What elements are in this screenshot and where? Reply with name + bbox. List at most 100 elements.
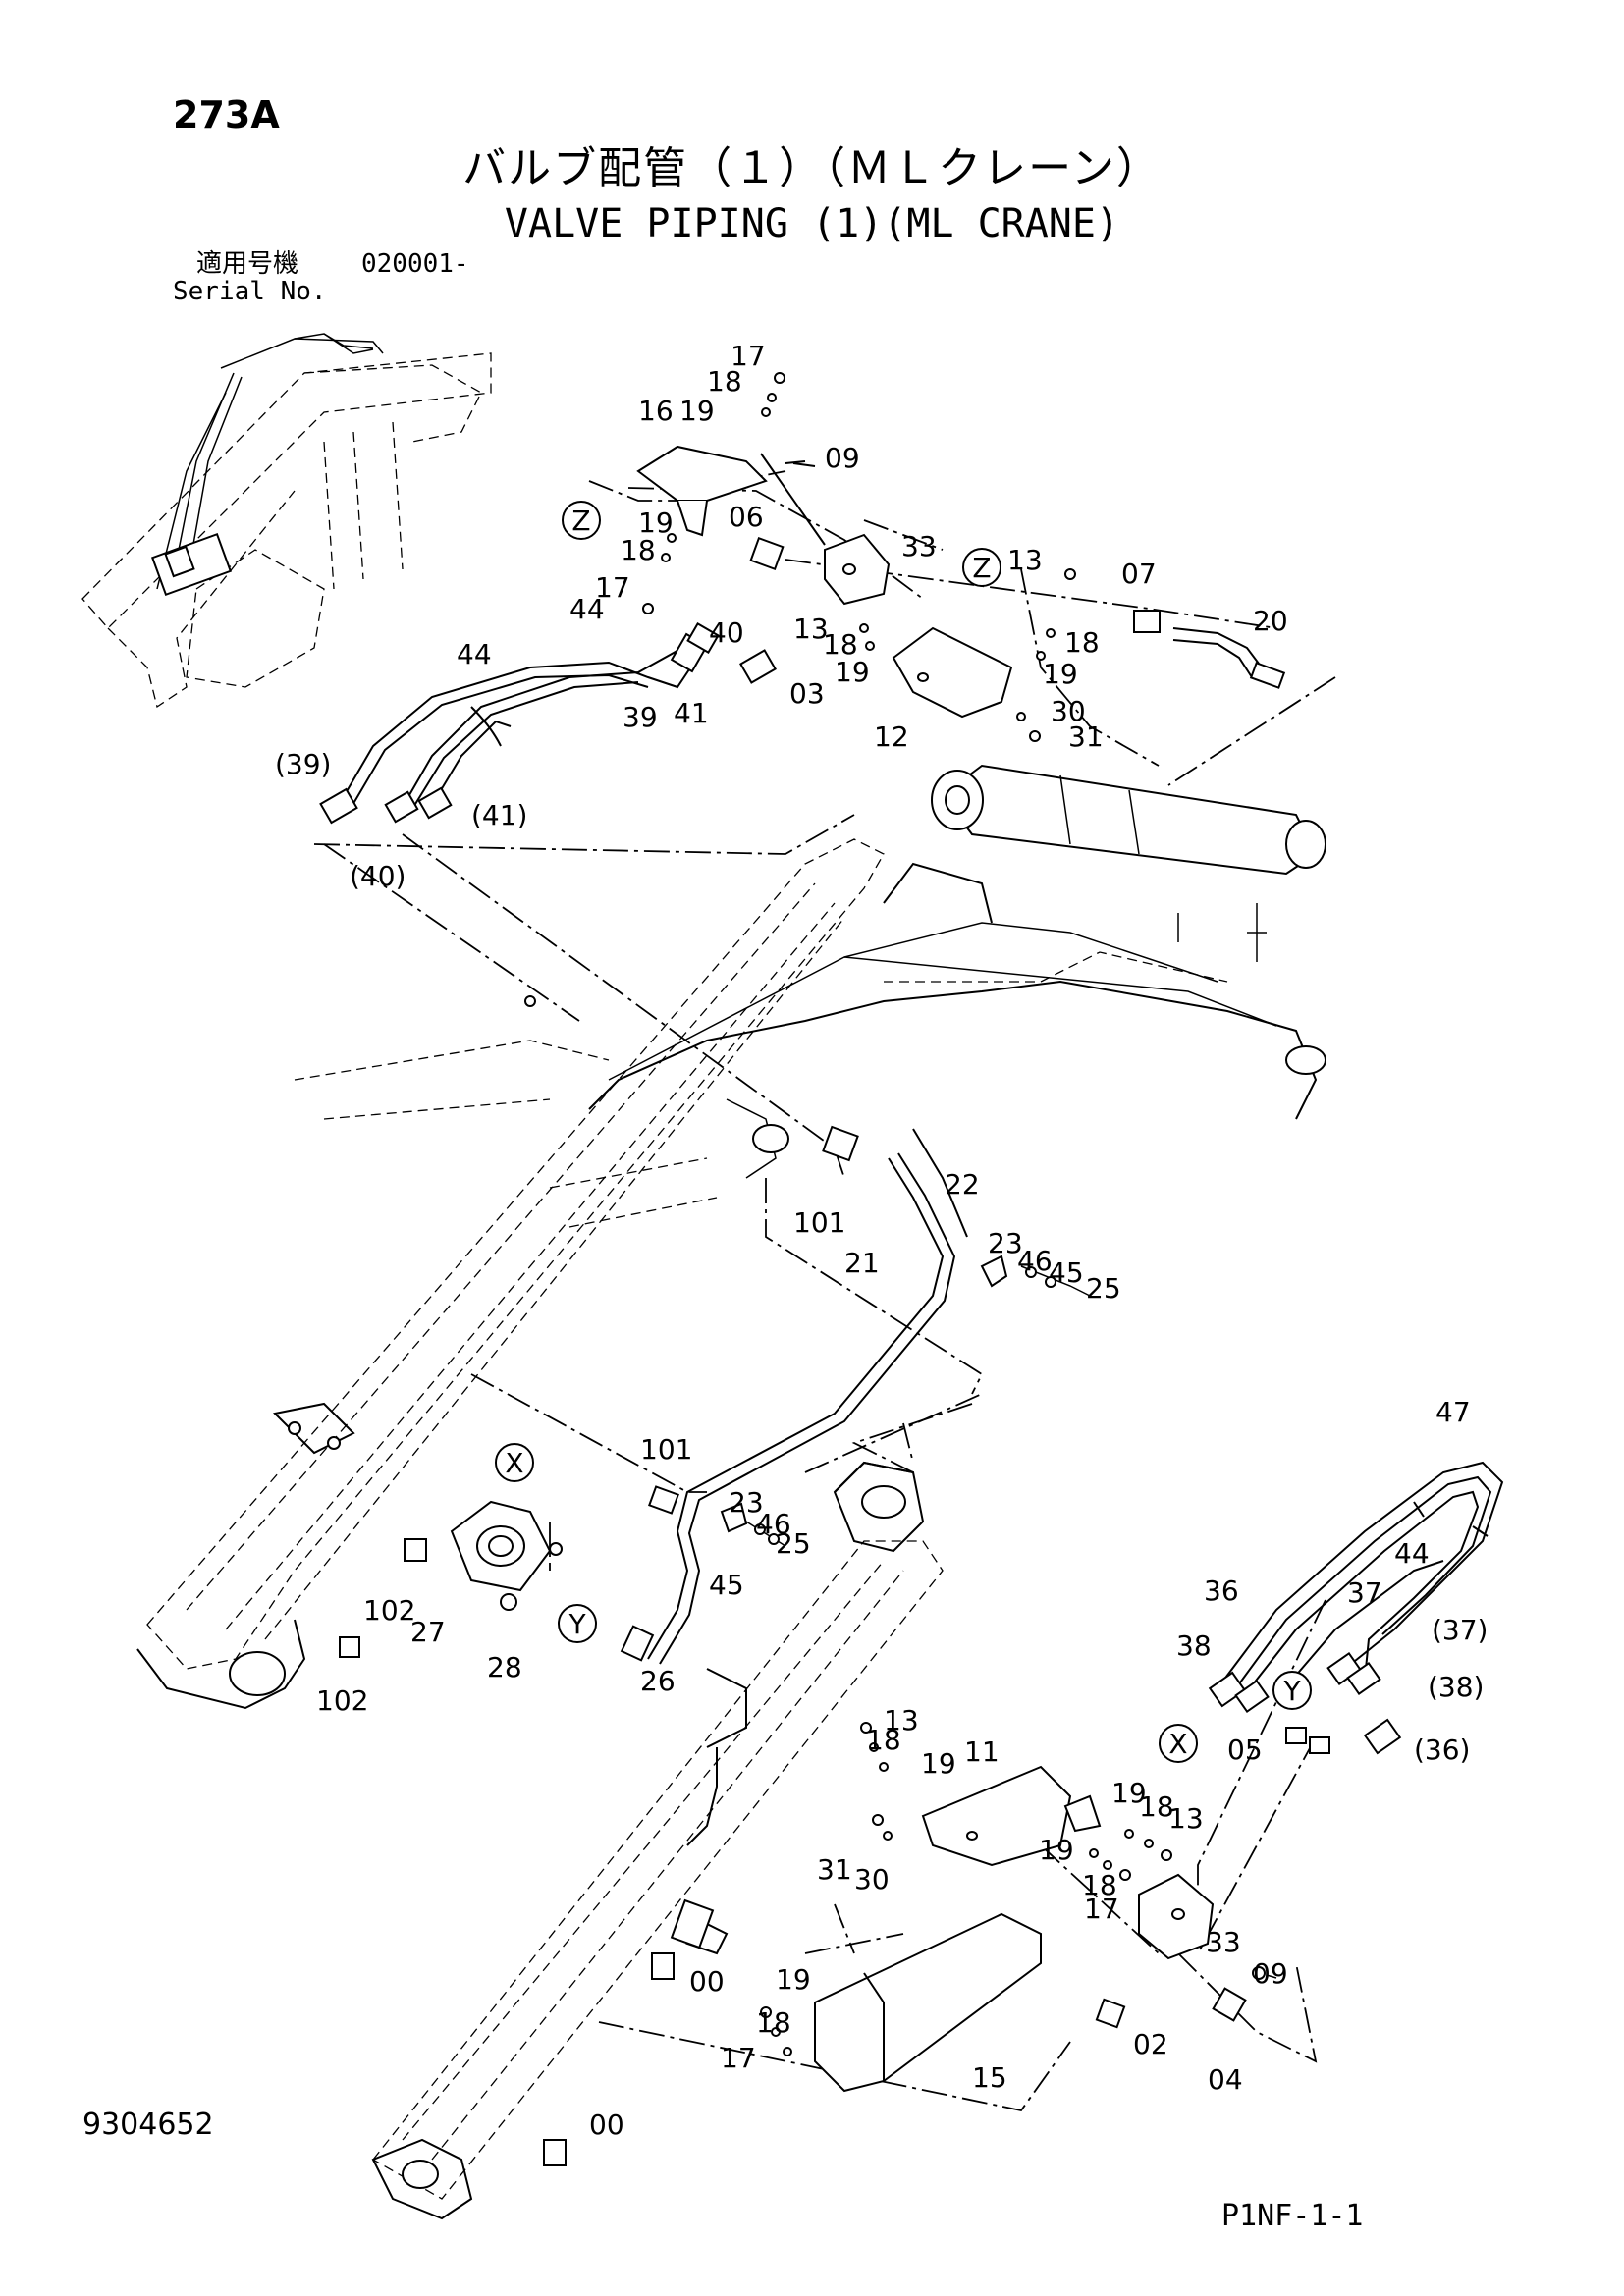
callout-label: 37 (1347, 1576, 1382, 1609)
serial-label-english: Serial No. (173, 277, 327, 306)
callout-label: 21 (844, 1247, 880, 1279)
callout-label: (39) (275, 748, 331, 780)
callout-label: 33 (1206, 1926, 1241, 1958)
callout-label: 17 (1084, 1893, 1119, 1925)
title-japanese: バルブ配管（１）（ＭＬクレーン） (462, 143, 1162, 193)
boom-cylinder (931, 764, 1326, 876)
view-marker-letter: Y (568, 1608, 586, 1640)
view-marker-circle (558, 1604, 597, 1643)
callout-label: 30 (1051, 695, 1086, 727)
callout-label: 19 (776, 1963, 811, 1996)
callout-label: 39 (623, 701, 658, 733)
callout-label: 44 (1394, 1537, 1430, 1570)
callout-label: 00 (589, 2109, 624, 2141)
callout-label: 19 (1043, 658, 1078, 690)
callout-label: 02 (1133, 2028, 1168, 2060)
serial-label-japanese: 適用号機 (196, 249, 299, 279)
callout-label: 102 (363, 1594, 415, 1627)
boom-outline (136, 838, 1326, 1710)
callout-label: (38) (1428, 1671, 1484, 1703)
callout-label: 05 (1227, 1734, 1263, 1766)
callout-label: 17 (731, 340, 766, 372)
callout-label: (37) (1432, 1614, 1488, 1646)
view-marker: Z (962, 548, 1001, 587)
callout-label: 00 (689, 1965, 725, 1998)
page-code: 273A (173, 93, 280, 136)
callout-label: 46 (1017, 1245, 1053, 1277)
callout-label: 18 (707, 365, 742, 398)
callout-label: 03 (789, 677, 825, 710)
arm-outline (371, 1461, 944, 2220)
callout-label: 15 (972, 2061, 1007, 2094)
callout-label: 46 (756, 1508, 791, 1540)
view-marker-circle (1272, 1671, 1312, 1710)
callout-label: 23 (729, 1486, 764, 1519)
callout-label: 18 (621, 534, 656, 566)
callout-label: (36) (1414, 1734, 1470, 1766)
locator-thumbnail (81, 333, 492, 709)
view-marker-circle (495, 1443, 534, 1482)
view-marker-letter: X (1168, 1728, 1187, 1760)
callout-label: 25 (776, 1527, 811, 1560)
callout-label: 25 (1086, 1272, 1121, 1305)
callout-label: (41) (471, 799, 527, 831)
callout-label: 38 (1176, 1629, 1212, 1662)
callout-label: 11 (964, 1735, 1000, 1768)
callout-label: 19 (1039, 1834, 1074, 1866)
callout-label: 19 (921, 1747, 956, 1780)
callout-label: 12 (874, 721, 909, 753)
callout-label: 13 (1168, 1802, 1204, 1835)
view-marker-letter: X (505, 1447, 523, 1479)
callout-label: 31 (1068, 721, 1104, 753)
callout-label: 30 (854, 1863, 890, 1896)
callout-label: 18 (1064, 626, 1100, 659)
callout-label: 17 (721, 2042, 756, 2074)
callout-label: 22 (945, 1168, 980, 1201)
callout-label: 101 (793, 1206, 845, 1239)
view-marker-circle (1159, 1724, 1198, 1763)
hose-lower (1208, 1461, 1504, 1755)
lower-brackets (543, 1765, 1277, 2166)
callout-label: 27 (410, 1616, 446, 1648)
callout-label: 47 (1435, 1396, 1471, 1428)
callout-label: 26 (640, 1665, 676, 1697)
callout-label: 17 (595, 571, 630, 604)
view-marker: Z (562, 501, 601, 540)
callout-label: 102 (316, 1684, 368, 1717)
view-marker: X (1159, 1724, 1198, 1763)
hose-upper (319, 621, 720, 825)
fasteners (524, 372, 1172, 2056)
serial-number: 020001- (361, 249, 469, 279)
callout-label: 13 (793, 613, 829, 645)
callout-label: 33 (901, 530, 937, 562)
view-marker-letter: Z (972, 552, 991, 584)
view-marker: Y (558, 1604, 597, 1643)
upper-brackets (636, 445, 1286, 719)
sheet-code: P1NF-1-1 (1221, 2199, 1364, 2233)
callout-label: 04 (1208, 2063, 1243, 2096)
drawing-number: 9304652 (82, 2108, 214, 2142)
view-marker: Y (1272, 1671, 1312, 1710)
callout-label: 44 (457, 638, 492, 670)
callout-label: 18 (823, 628, 858, 661)
title-english: VALVE PIPING (1)(ML CRANE) (504, 201, 1120, 246)
callout-label: 28 (487, 1651, 522, 1683)
view-marker-letter: Y (1282, 1675, 1301, 1707)
callout-label: 13 (1007, 544, 1043, 576)
callout-label: 06 (729, 501, 764, 533)
callout-label: 45 (1049, 1256, 1084, 1289)
callout-label: 45 (709, 1569, 744, 1601)
callout-label: 40 (709, 616, 744, 649)
callout-label: 19 (638, 507, 674, 539)
callout-label: 36 (1204, 1575, 1239, 1607)
callout-label: 20 (1253, 605, 1288, 637)
view-marker-circle (562, 501, 601, 540)
view-markers: Z Z X Y X Y (495, 501, 1312, 1763)
steel-pipes (620, 1125, 1091, 1665)
callout-label: 19 (679, 395, 715, 427)
view-marker-letter: Z (571, 505, 590, 537)
callout-label: 09 (1253, 1957, 1288, 1990)
callout-label: 18 (1082, 1869, 1117, 1901)
